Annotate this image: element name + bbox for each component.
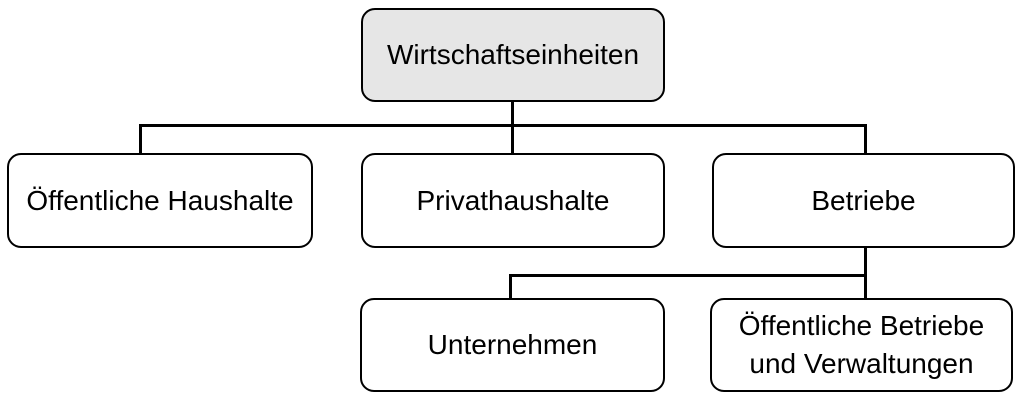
connector-drop-betriebe <box>864 124 867 154</box>
node-label-unternehmen: Unternehmen <box>427 329 598 361</box>
connector-betriebe-stem <box>864 247 867 299</box>
node-label-betriebe: Betriebe <box>811 184 916 216</box>
node-betriebe: Betriebe <box>712 153 1015 248</box>
node-label-wirtschaftseinheiten: Wirtschaftseinheiten <box>386 39 640 71</box>
connector-drop-oeffentliche-haushalte <box>139 124 142 154</box>
node-unternehmen: Unternehmen <box>360 298 665 392</box>
node-label-oeffentliche-betriebe-und-verwaltungen: Öffentliche Betriebe und Verwaltungen <box>738 310 985 379</box>
connector-level2-bus <box>509 274 867 277</box>
node-wirtschaftseinheiten: Wirtschaftseinheiten <box>361 8 665 102</box>
connector-root-stem <box>511 101 514 154</box>
connector-level1-bus <box>139 124 867 127</box>
node-label-oeffentliche-haushalte: Öffentliche Haushalte <box>26 184 294 216</box>
node-oeffentliche-haushalte: Öffentliche Haushalte <box>7 153 313 248</box>
node-label-privathaushalte: Privathaushalte <box>416 184 610 216</box>
connector-drop-unternehmen <box>509 274 512 299</box>
node-privathaushalte: Privathaushalte <box>361 153 665 248</box>
node-oeffentliche-betriebe-und-verwaltungen: Öffentliche Betriebe und Verwaltungen <box>710 298 1013 392</box>
